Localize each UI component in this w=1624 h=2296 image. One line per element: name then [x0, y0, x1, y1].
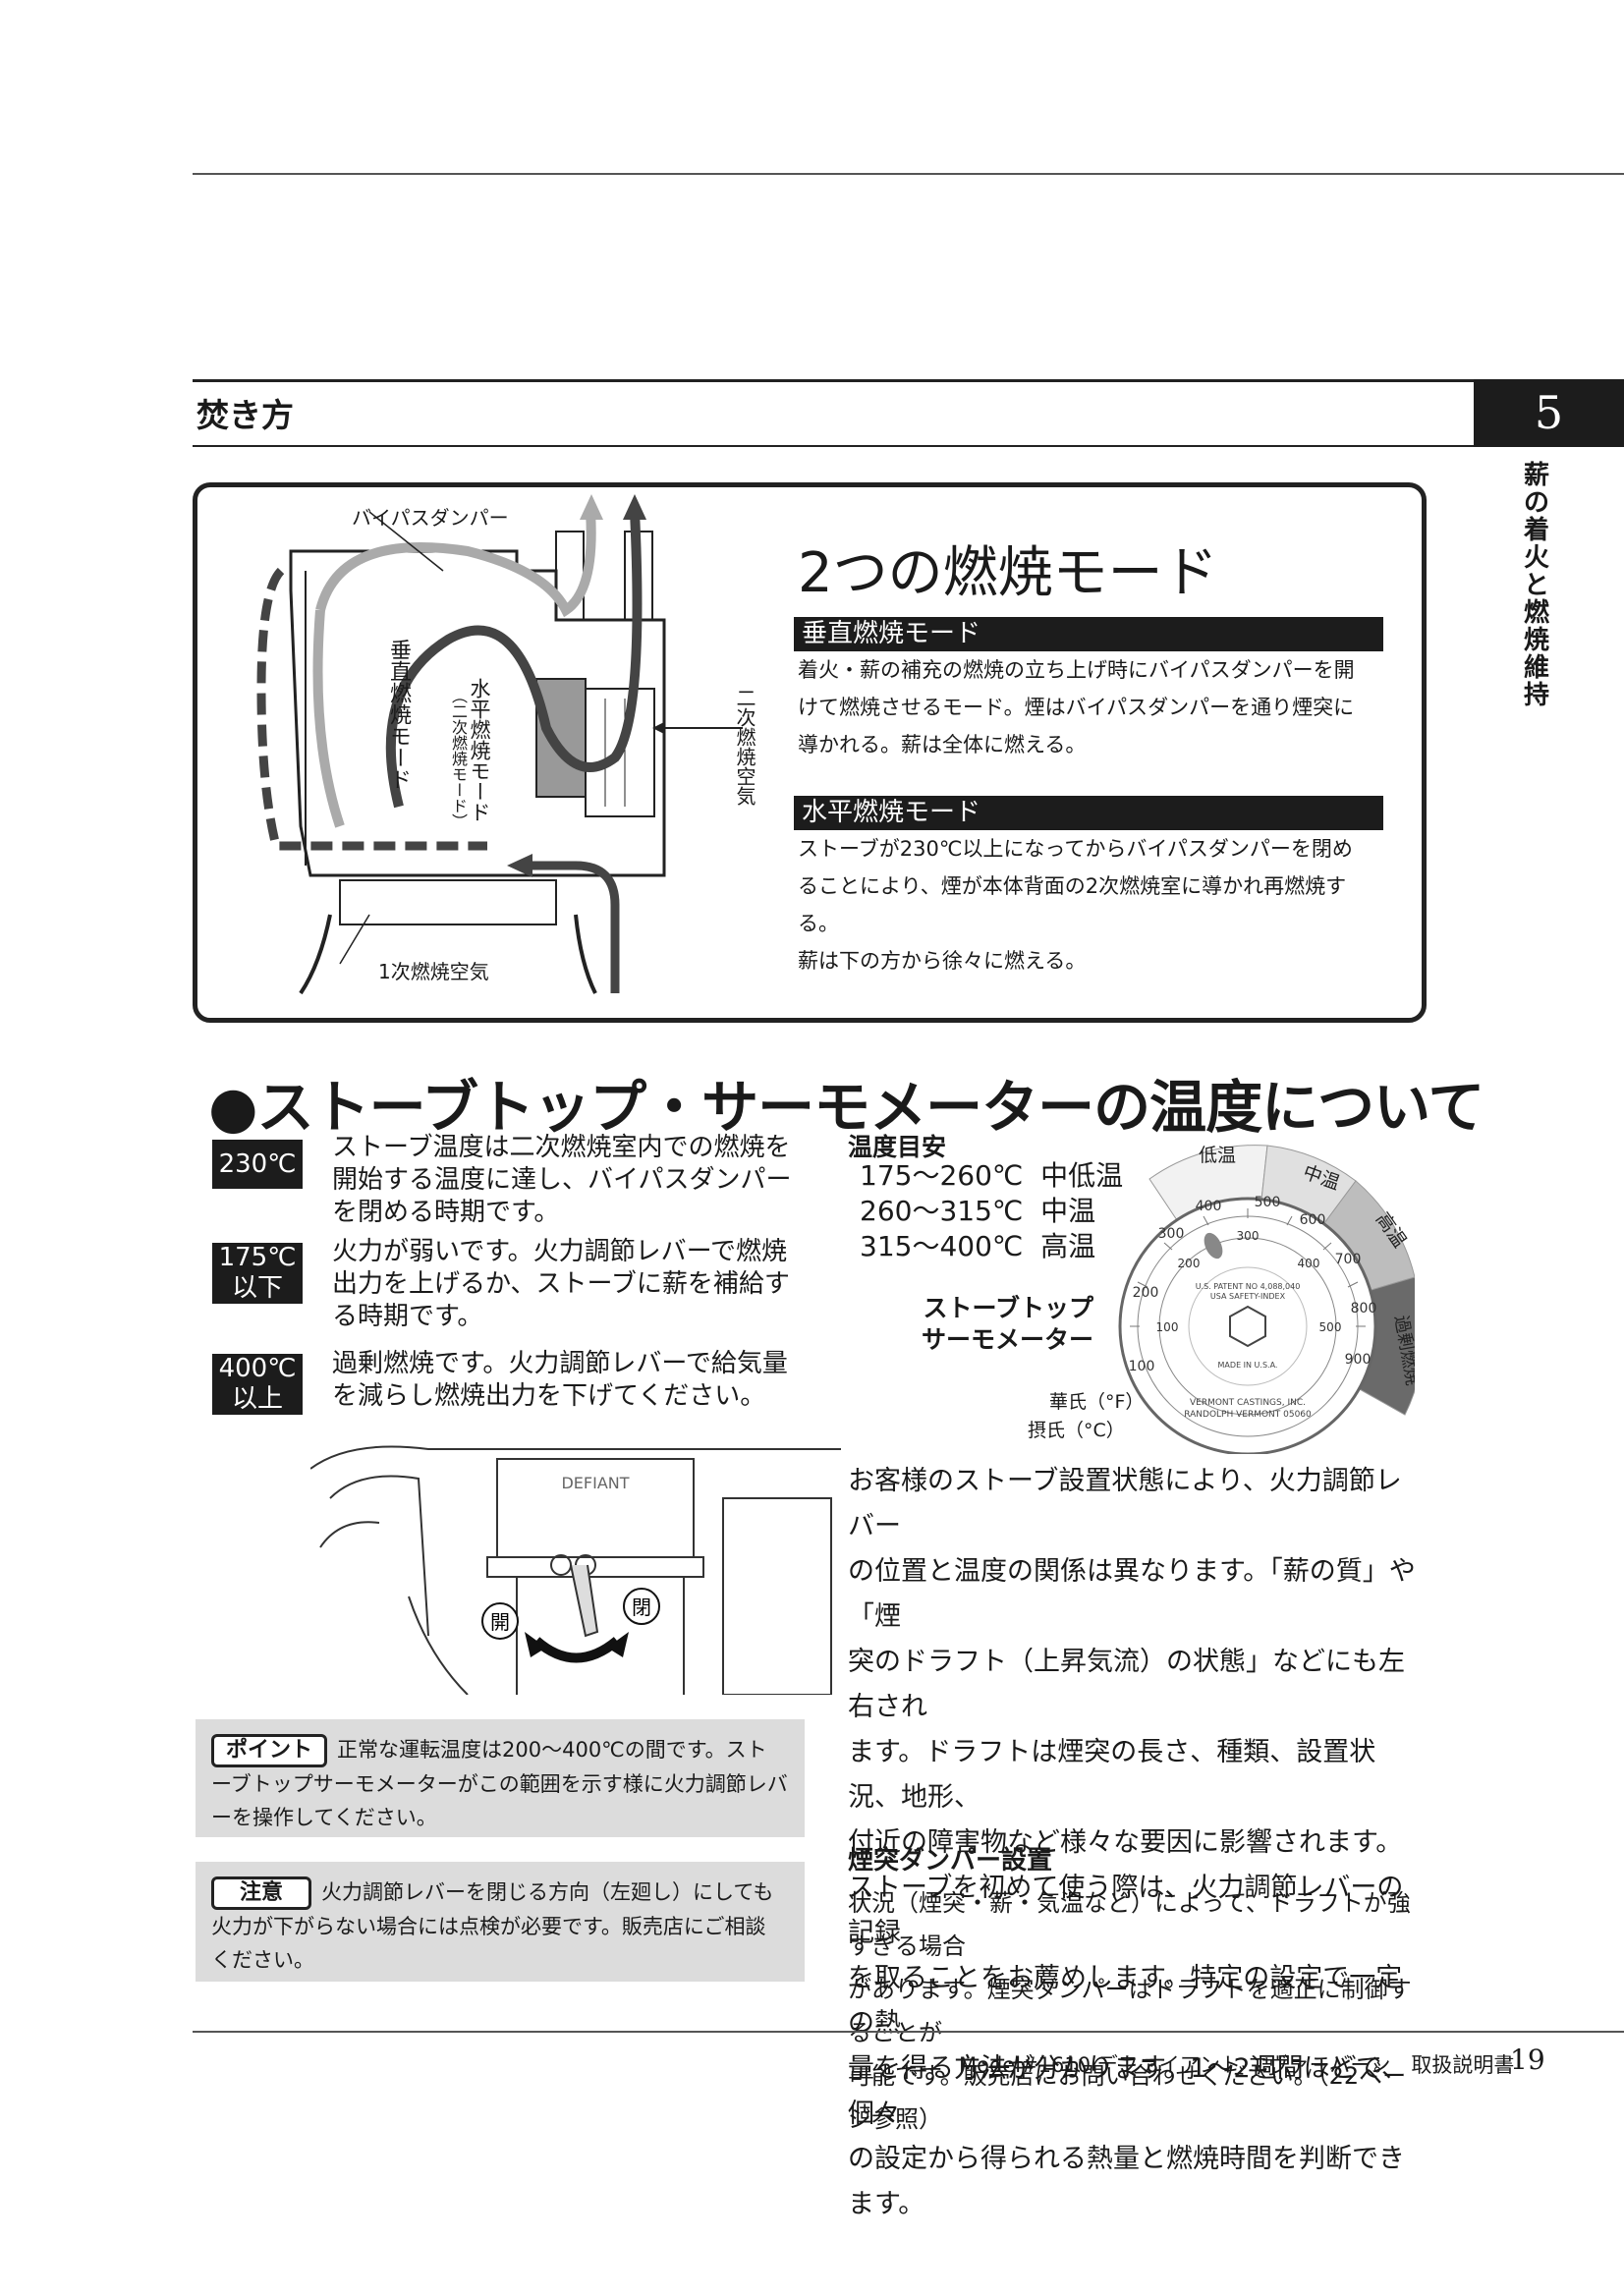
- f-tick-300: 300: [1158, 1226, 1185, 1242]
- open-label: 開: [490, 1610, 510, 1634]
- guide-row-mid: 260〜315℃ 中温: [860, 1195, 1096, 1227]
- c-tick-500: 500: [1319, 1320, 1342, 1334]
- temp-note-230: ストーブ温度は二次燃焼室内での燃焼を 開始する温度に達し、バイパスダンパー を閉…: [332, 1133, 792, 1227]
- horizontal-mode-diagram-label: 水平燃焼モード: [468, 678, 491, 822]
- close-label: 閉: [632, 1596, 651, 1619]
- chapter-vertical-title: 薪の着火と燃焼維持: [1523, 461, 1549, 710]
- c-tick-400: 400: [1298, 1257, 1320, 1270]
- stove-cross-section-diagram: [256, 494, 743, 995]
- section-bar: [193, 379, 1624, 447]
- made-in-text: MADE IN U.S.A.: [1218, 1361, 1278, 1370]
- f-tick-200: 200: [1133, 1285, 1159, 1301]
- caution-box: 注意火力調節レバーを閉じる方向（左廻し）にしても 火力が下がらない場合には点検が…: [196, 1862, 805, 1982]
- guide-row-low-mid: 175〜260℃ 中低温: [860, 1159, 1124, 1192]
- body-paragraph: お客様のストーブ設置状態により、火力調節レバー の位置と温度の関係は異なります。…: [848, 1466, 1416, 2219]
- horizontal-mode-diagram-sublabel: （二次燃焼モード）: [449, 688, 468, 829]
- footer-model-text: Model#1610 デファイアント エヴァーバーン 取扱説明書: [959, 2053, 1515, 2077]
- stove-brand: DEFIANT: [561, 1474, 629, 1492]
- f-tick-800: 800: [1351, 1301, 1377, 1316]
- stove-front-illustration: 開 閉 DEFIANT: [310, 1445, 841, 1695]
- page-number: 19: [1510, 2044, 1545, 2076]
- c-tick-100: 100: [1156, 1320, 1179, 1334]
- patent-text-1: U.S. PATENT NO 4,088,040: [1196, 1282, 1301, 1291]
- f-tick-900: 900: [1345, 1352, 1372, 1368]
- bypass-damper-label: バイパスダンパー: [352, 506, 509, 530]
- c-tick-300: 300: [1237, 1229, 1260, 1243]
- f-tick-500: 500: [1255, 1195, 1281, 1210]
- secondary-air-label: 二次燃焼空気: [733, 688, 756, 806]
- section-title: 焚き方: [196, 396, 294, 434]
- f-tick-400: 400: [1196, 1199, 1222, 1214]
- vertical-mode-text: 着火・薪の補充の燃焼の立ち上げ時にバイパスダンパーを開 けて燃焼させるモード。煙…: [798, 658, 1355, 756]
- zone-label-low: 低温: [1199, 1145, 1236, 1166]
- chapter-number: 5: [1474, 379, 1624, 447]
- point-box: ポイント正常な運転温度は200〜400℃の間です。スト ーブトップサーモメーター…: [196, 1719, 805, 1837]
- thermometer-label: ストーブトップ サーモメーター: [922, 1294, 1094, 1354]
- temp-note-175-below: 火力が弱いです。火力調節レバーで燃焼 出力を上げるか、ストーブに薪を補給す る時…: [332, 1237, 790, 1331]
- celsius-label: 摂氏（°C）: [1028, 1420, 1125, 1441]
- chimney-damper-heading: 煙突ダンパー設置: [848, 1846, 1053, 1876]
- top-rule: [193, 173, 1624, 175]
- f-tick-100: 100: [1129, 1359, 1155, 1374]
- vertical-mode-heading: 垂直燃焼モード: [794, 617, 1383, 651]
- f-tick-600: 600: [1300, 1212, 1326, 1228]
- c-tick-200: 200: [1178, 1257, 1201, 1270]
- temp-badge-230: 230℃: [212, 1140, 303, 1189]
- maker-text-2: RANDOLPH VERMONT 05060: [1184, 1410, 1312, 1420]
- combustion-mode-box: [193, 482, 1427, 1023]
- horizontal-mode-text: ストーブが230℃以上になってからバイパスダンパーを閉め ることにより、煙が本体…: [798, 837, 1353, 973]
- point-label: ポイント: [211, 1734, 328, 1767]
- thermometer-gauge: 100 200 300 400 500 600 700 800 900 100 …: [1118, 1145, 1415, 1454]
- primary-air-label: 1次燃焼空気: [378, 960, 489, 983]
- temp-badge-175-below: 175℃ 以下: [212, 1243, 303, 1304]
- fahrenheit-label: 華氏（°F）: [1049, 1391, 1145, 1413]
- temp-badge-400-above: 400℃ 以上: [212, 1354, 303, 1415]
- caution-label: 注意: [211, 1876, 312, 1910]
- horizontal-mode-heading: 水平燃焼モード: [794, 796, 1383, 830]
- f-tick-700: 700: [1335, 1252, 1362, 1267]
- combustion-modes-title: 2つの燃焼モード: [798, 541, 1218, 605]
- temp-note-400-above: 過剰燃焼です。火力調節レバーで給気量 を減らし燃焼出力を下げてください。: [332, 1349, 788, 1411]
- chimney-damper-text: 状況（煙突・薪・気温など）によって、ドラフトが強すぎる場合 があります。煙突ダン…: [848, 1889, 1412, 2133]
- maker-text-1: VERMONT CASTINGS, INC.: [1190, 1398, 1306, 1408]
- guide-row-high: 315〜400℃ 高温: [860, 1230, 1096, 1262]
- vertical-mode-diagram-label: 垂直燃焼モード: [386, 639, 411, 790]
- temperature-guide-title: 温度目安: [848, 1133, 947, 1161]
- thermometer-section-heading: ●ストーブトップ・サーモメーターの温度について: [208, 1074, 1484, 1141]
- footer-rule: [193, 2031, 1624, 2033]
- patent-text-2: USA SAFETY-INDEX: [1210, 1292, 1286, 1301]
